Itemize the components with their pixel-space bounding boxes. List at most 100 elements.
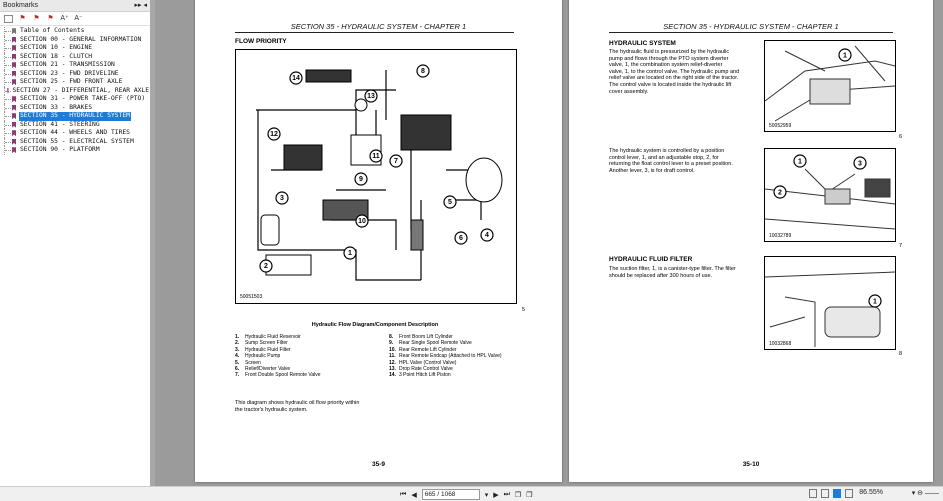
bookmark-icon [12, 130, 16, 137]
single-page-view-icon[interactable] [809, 489, 817, 498]
bookmark-tree: Table of Contents SECTION 00 - GENERAL I… [0, 26, 150, 155]
bookmark-icon [12, 113, 16, 120]
font-increase-icon[interactable]: A⁺ [60, 15, 69, 22]
svg-text:1: 1 [843, 53, 847, 60]
copy-icon[interactable]: ❐ [514, 491, 522, 499]
figure-7-photo: 1 2 3 10032789 [764, 148, 896, 242]
paragraph-3: The suction filter, 1, is a canister-typ… [609, 266, 736, 279]
callout-3: 3 [280, 195, 284, 202]
diagram-code: 50051503 [240, 294, 262, 300]
legend-item: 5.Screen [235, 359, 261, 366]
bookmark-item[interactable]: SECTION 27 - DIFFERENTIAL, REAR AXLE [0, 86, 150, 95]
bookmark-item[interactable]: SECTION 90 - PLATFORM [0, 146, 150, 155]
bookmark-item[interactable]: SECTION 00 - GENERAL INFORMATION [0, 35, 150, 44]
figure-7-code: 10032789 [769, 233, 791, 239]
paragraph-2: The hydraulic system is controlled by a … [609, 148, 733, 174]
page-dropdown-icon[interactable]: ▾ [484, 491, 489, 499]
bookmark-item[interactable]: SECTION 25 - FWD FRONT AXLE [0, 78, 150, 87]
bookmark-icon [12, 79, 16, 86]
bookmark-icon [12, 45, 16, 52]
bookmark-item[interactable]: SECTION 44 - WHEELS AND TIRES [0, 129, 150, 138]
legend-item: 10.Rear Remote Lift Cylinder [389, 346, 457, 353]
legend-left: 1.Hydraulic Fluid Reservoir 2.Sump Scree… [235, 334, 321, 379]
continuous-view-icon[interactable] [821, 489, 829, 498]
last-page-icon[interactable]: ⏭ [503, 490, 510, 498]
bookmarks-panel: Bookmarks ▸▸ ◂ ⚑ ⚑ ⚑ A⁺ A⁻ Table of Cont… [0, 0, 151, 500]
header-rule [235, 32, 514, 33]
legend-item: 3.Hydraulic Fluid Filter [235, 346, 291, 353]
bookmark-add-icon[interactable]: ⚑ [47, 15, 54, 22]
running-head: SECTION 35 - HYDRAULIC SYSTEM - CHAPTER … [290, 22, 467, 31]
figure-8-number: 8 [899, 351, 903, 357]
figure-7-drawing: 1 2 3 10032789 [764, 154, 896, 239]
legend-item: 4.Hydraulic Pump [235, 353, 281, 360]
page-navigation: ⏮ ◀ 665 / 1068 ▾ ▶ ⏭ ❐ ❒ [400, 489, 532, 500]
heading-hydraulic-fluid-filter: HYDRAULIC FLUID FILTER [609, 256, 693, 263]
bookmark-item[interactable]: SECTION 55 - ELECTRICAL SYSTEM [0, 137, 150, 146]
figure-7-number: 7 [899, 243, 903, 249]
callout-11: 11 [372, 153, 380, 160]
heading-hydraulic-system: HYDRAULIC SYSTEM [609, 40, 676, 47]
hydraulic-flow-diagram: 14 8 13 12 11 7 9 3 10 5 4 1 6 2 5005150… [235, 49, 517, 304]
diagram-caption: Hydraulic Flow Diagram/Component Descrip… [311, 322, 439, 328]
panel-controls-icon[interactable]: ▸▸ ◂ [134, 2, 148, 9]
svg-text:2: 2 [778, 190, 782, 197]
bookmark-icon [12, 28, 16, 35]
callout-6: 6 [459, 235, 463, 242]
figure-8-code: 10032868 [769, 341, 791, 347]
legend-item: 13.Drop Rate Control Valve [389, 366, 453, 373]
legend-item: 8.Front Boom Lift Cylinder [389, 334, 453, 340]
collapse-bookmark-icon[interactable]: ⚑ [33, 15, 40, 22]
bookmark-item-selected[interactable]: SECTION 35 - HYDRAULIC SYSTEM [0, 112, 150, 121]
header-rule [609, 32, 893, 33]
zoom-slider[interactable]: ▾ ⊖ —— [911, 490, 939, 497]
first-page-icon[interactable]: ⏮ [400, 490, 407, 498]
bookmark-icon [12, 138, 16, 145]
callout-1: 1 [348, 250, 352, 257]
callout-4: 4 [485, 232, 489, 239]
next-page-icon[interactable]: ▶ [493, 491, 499, 499]
svg-text:1: 1 [873, 299, 877, 306]
running-head: SECTION 35 - HYDRAULIC SYSTEM - CHAPTER … [663, 22, 839, 31]
legend-item: 12.HPL Valve (Control Valve) [389, 359, 457, 366]
legend-item: 2.Sump Screen Filter [235, 340, 288, 347]
bookmark-item[interactable]: Table of Contents [0, 27, 150, 36]
bookmark-item[interactable]: SECTION 33 - BRAKES [0, 103, 150, 112]
legend-right: 8.Front Boom Lift Cylinder 9.Rear Single… [389, 334, 502, 379]
expand-bookmark-icon[interactable]: ⚑ [19, 15, 26, 22]
page-left: SECTION 35 - HYDRAULIC SYSTEM - CHAPTER … [195, 0, 562, 482]
bookmark-item[interactable]: SECTION 18 - CLUTCH [0, 52, 150, 61]
bookmark-icon [7, 87, 9, 94]
font-decrease-icon[interactable]: A⁻ [74, 15, 83, 22]
prev-page-icon[interactable]: ◀ [411, 491, 417, 499]
status-bar: ⏮ ◀ 665 / 1068 ▾ ▶ ⏭ ❐ ❒ 86.55% ▾ ⊖ —— [0, 486, 943, 501]
paragraph-1: The hydraulic fluid is pressurized by th… [609, 49, 740, 95]
callout-5: 5 [448, 199, 452, 206]
document-viewer[interactable]: SECTION 35 - HYDRAULIC SYSTEM - CHAPTER … [155, 0, 943, 486]
figure-8-drawing: 1 10032868 [764, 271, 896, 347]
page-number-input[interactable]: 665 / 1068 [421, 489, 480, 500]
svg-text:1: 1 [798, 159, 802, 166]
bookmarks-toolbar: ⚑ ⚑ ⚑ A⁺ A⁻ [0, 12, 150, 26]
fit-view-icon[interactable] [845, 489, 853, 498]
bookmark-item[interactable]: SECTION 23 - FWD DRIVELINE [0, 69, 150, 78]
options-icon[interactable] [4, 14, 13, 23]
legend-item: 1.Hydraulic Fluid Reservoir [235, 334, 301, 340]
panel-splitter[interactable] [150, 0, 155, 500]
bookmark-icon [12, 121, 16, 128]
figure-6-photo: 1 50052959 [764, 40, 896, 132]
bookmark-icon [12, 104, 16, 111]
bookmark-item[interactable]: SECTION 31 - POWER TAKE-OFF (PTO) [0, 95, 150, 104]
bookmark-icon [12, 96, 16, 103]
legend-item: 6.Relief/Diverter Valve [235, 366, 291, 373]
page-right: SECTION 35 - HYDRAULIC SYSTEM - CHAPTER … [569, 0, 933, 482]
bookmark-item[interactable]: SECTION 41 - STEERING [0, 120, 150, 129]
zoom-level: 86.55% [859, 489, 883, 496]
two-page-view-icon[interactable] [833, 489, 841, 498]
bookmark-icon [12, 36, 16, 43]
callout-10: 10 [358, 218, 366, 225]
paste-icon[interactable]: ❒ [526, 491, 533, 499]
bookmark-item[interactable]: SECTION 21 - TRANSMISSION [0, 61, 150, 70]
callout-9: 9 [359, 176, 363, 183]
bookmark-item[interactable]: SECTION 10 - ENGINE [0, 44, 150, 53]
